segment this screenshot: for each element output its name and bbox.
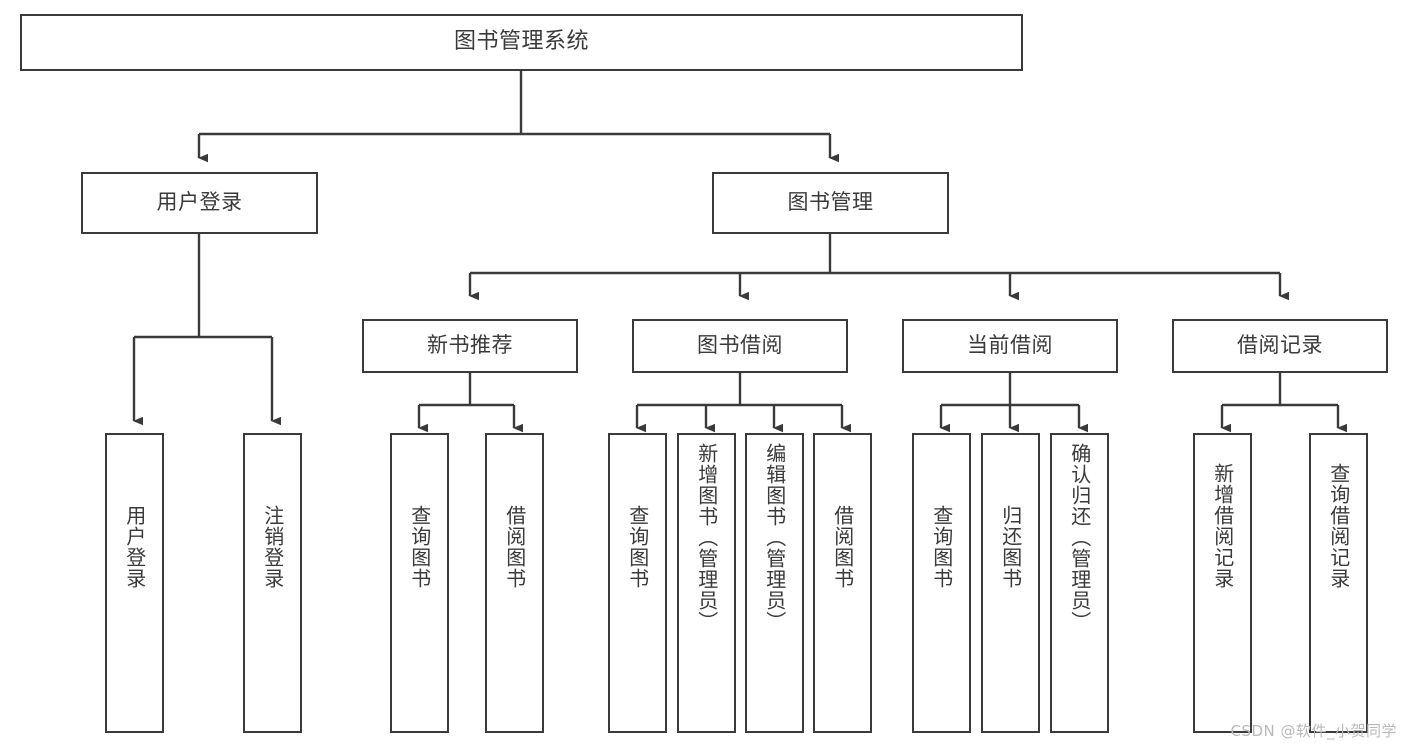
node-label: 当前借阅 (967, 333, 1053, 358)
leaf-current-borrow-return-book[interactable]: 归还图书 (981, 433, 1040, 733)
node-label: 归还图书 (998, 505, 1023, 589)
node-label: 查询图书 (929, 505, 954, 589)
node-label: 查询图书 (625, 505, 650, 589)
node-borrow-record[interactable]: 借阅记录 (1172, 319, 1388, 373)
watermark-text: CSDN @软件_小贺同学 (1230, 722, 1397, 740)
leaf-current-borrow-confirm-return-admin[interactable]: 确认归还（管理员） (1050, 433, 1109, 733)
node-root-book-management-system[interactable]: 图书管理系统 (20, 14, 1023, 71)
node-new-book-recommend[interactable]: 新书推荐 (362, 319, 578, 373)
leaf-book-borrow-borrow-book[interactable]: 借阅图书 (813, 433, 872, 733)
node-label: 借阅图书 (830, 505, 855, 589)
node-label: 查询借阅记录 (1326, 463, 1351, 589)
node-label: 图书管理系统 (453, 29, 589, 55)
node-label: 注销登录 (260, 505, 285, 589)
node-label: 用户登录 (122, 505, 147, 589)
leaf-new-book-query-book[interactable]: 查询图书 (390, 433, 449, 733)
leaf-new-book-borrow-book[interactable]: 借阅图书 (485, 433, 544, 733)
node-label: 用户登录 (156, 190, 243, 215)
leaf-book-borrow-add-book-admin[interactable]: 新增图书（管理员） (677, 433, 736, 733)
node-label: 借阅图书 (502, 505, 527, 589)
leaf-current-borrow-query-book[interactable]: 查询图书 (912, 433, 971, 733)
node-label: 图书管理 (787, 190, 874, 215)
leaf-book-borrow-query-book[interactable]: 查询图书 (608, 433, 667, 733)
node-label: 借阅记录 (1237, 333, 1323, 358)
node-label: 编辑图书（管理员） (762, 443, 787, 632)
node-label: 查询图书 (407, 505, 432, 589)
node-book-management[interactable]: 图书管理 (712, 172, 949, 234)
node-user-login[interactable]: 用户登录 (81, 172, 318, 234)
node-label: 新增借阅记录 (1210, 463, 1235, 589)
leaf-borrow-record-query-record[interactable]: 查询借阅记录 (1309, 433, 1368, 733)
leaf-book-borrow-edit-book-admin[interactable]: 编辑图书（管理员） (745, 433, 804, 733)
leaf-user-login-logout[interactable]: 注销登录 (243, 433, 302, 733)
leaf-borrow-record-add-record[interactable]: 新增借阅记录 (1193, 433, 1252, 733)
node-current-borrow[interactable]: 当前借阅 (902, 319, 1118, 373)
leaf-user-login-login[interactable]: 用户登录 (105, 433, 164, 733)
node-label: 新增图书（管理员） (694, 443, 719, 632)
node-label: 图书借阅 (697, 333, 783, 358)
node-label: 确认归还（管理员） (1067, 443, 1092, 632)
node-book-borrow[interactable]: 图书借阅 (632, 319, 848, 373)
node-label: 新书推荐 (427, 333, 513, 358)
